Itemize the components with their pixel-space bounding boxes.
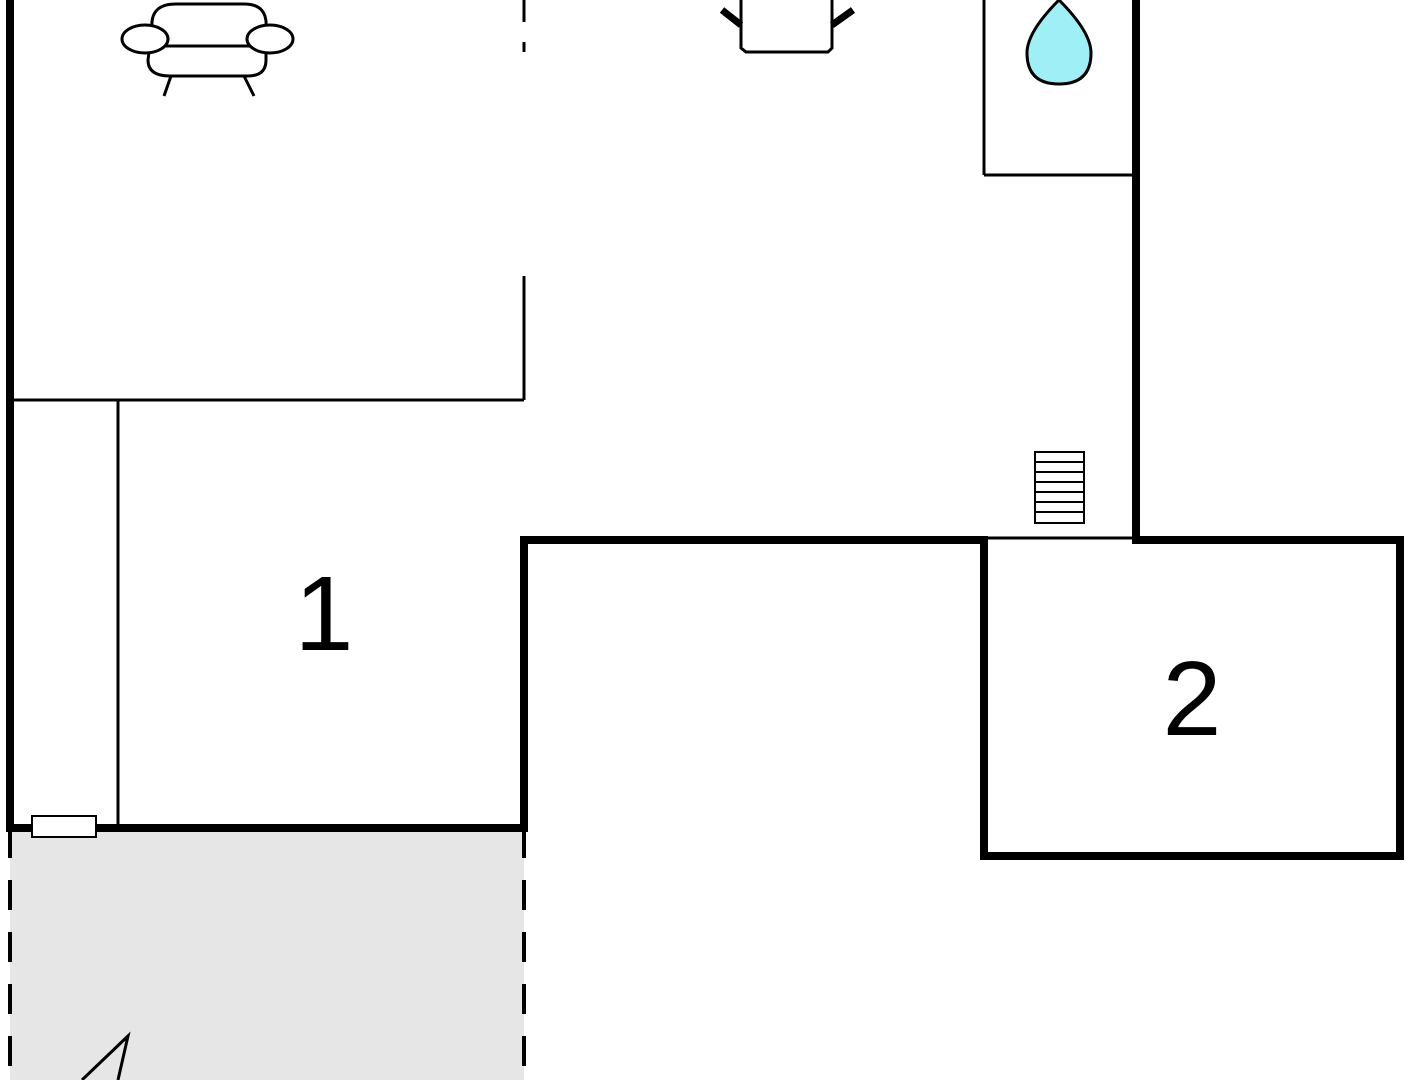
outer-walls [6,0,1404,860]
armchair-icon [120,2,295,97]
dining-chair-icon [719,0,856,54]
door-swing-icon [80,1031,131,1080]
water-drop-icon [1025,0,1093,86]
window-icon [31,815,97,838]
inner-walls [10,0,1136,828]
terrace [8,828,526,1080]
room-number-1: 1 [294,555,354,673]
staircase-icon [1034,451,1085,524]
room-number-2: 2 [1162,640,1222,758]
